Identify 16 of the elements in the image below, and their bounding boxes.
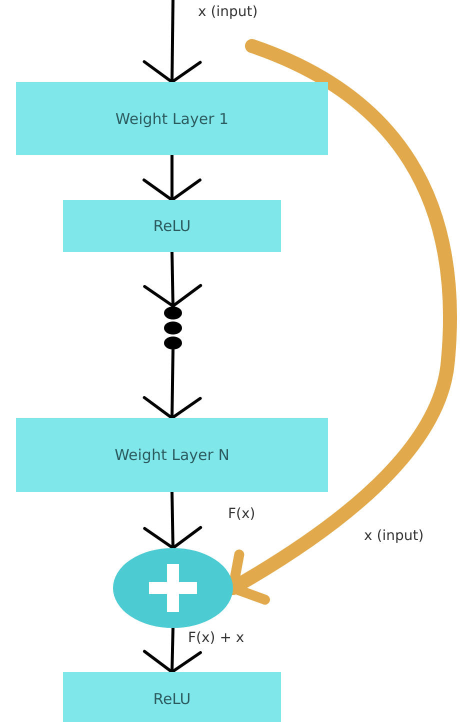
layer-box [63,200,281,252]
edge-label: F(x) + x [186,630,246,646]
arrow [143,250,202,308]
layer-box [16,82,328,155]
layer-box [16,418,328,492]
box-label: ReLU [153,690,191,708]
arrow [142,154,202,202]
box-label: Weight Layer 1 [115,110,229,128]
box-label: ReLU [153,217,191,235]
box-label: Weight Layer N [114,446,230,464]
arrow [143,490,202,550]
arrow [142,348,202,420]
layer-box [63,672,281,722]
sum-circle [113,548,233,628]
arrow [142,626,202,674]
arrow [142,0,202,84]
